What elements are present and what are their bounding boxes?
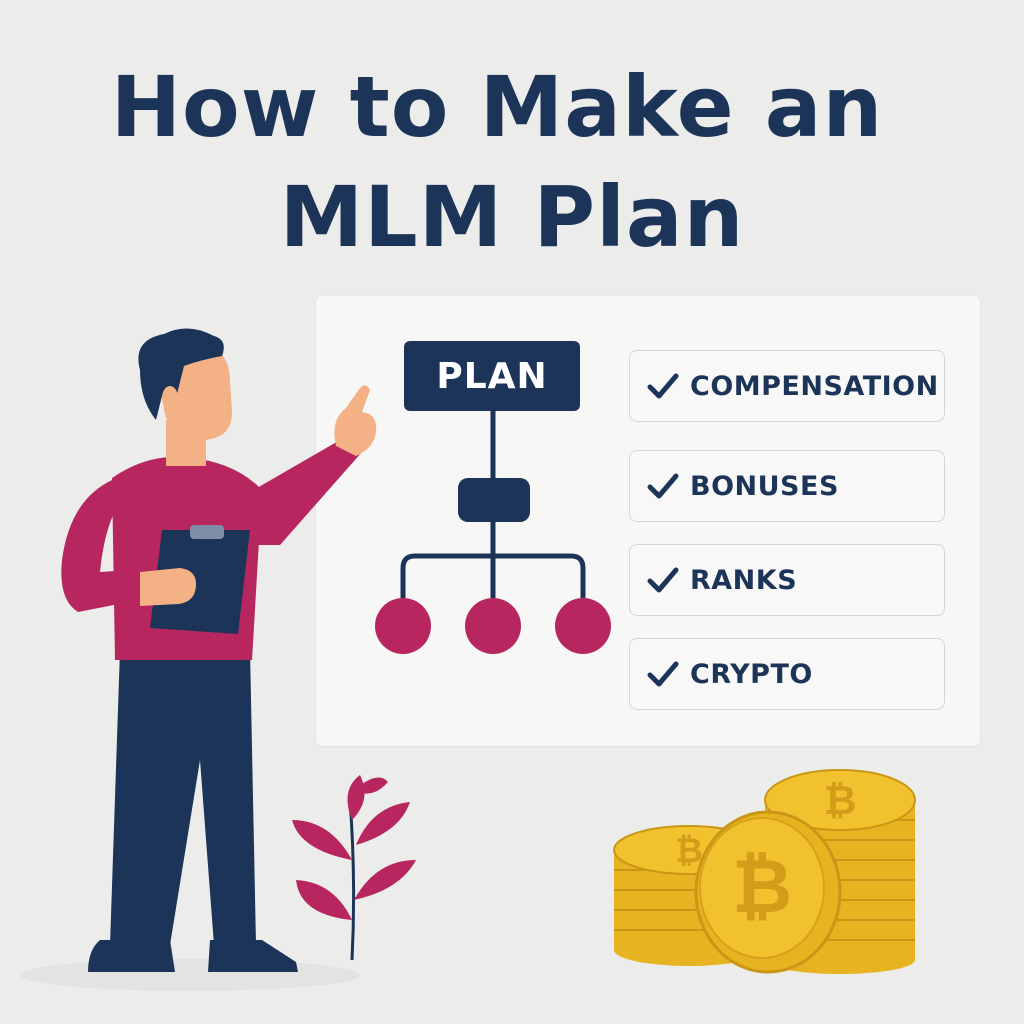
org-node-right	[555, 598, 611, 654]
org-node-center	[465, 598, 521, 654]
clipboard-icon	[150, 530, 250, 634]
presenter-arm-right	[250, 440, 362, 545]
presenter-hand-pointing	[334, 385, 377, 456]
plant-leaf	[356, 802, 410, 845]
presenter-arm-left	[61, 480, 161, 612]
plant-stem	[348, 799, 356, 961]
svg-text:₿: ₿	[824, 778, 857, 824]
checklist-item-crypto: CRYPTO	[629, 638, 945, 710]
clipboard-clip	[190, 525, 224, 539]
presenter-hair	[138, 328, 224, 420]
check-icon	[647, 473, 679, 499]
presenter-shoe-left	[88, 940, 175, 972]
plant-leaf	[296, 880, 352, 920]
title-line-1: How to Make an	[110, 58, 884, 156]
presenter-shoe-right	[208, 940, 298, 972]
presenter-hand-holding	[140, 568, 196, 606]
org-node-left	[375, 598, 431, 654]
checklist-item-label: BONUSES	[690, 470, 839, 502]
plan-box: PLAN	[404, 341, 580, 411]
checklist-item-ranks: RANKS	[629, 544, 945, 616]
page-title: How to Make an MLM Plan	[0, 52, 1024, 272]
plant-leaf	[292, 820, 352, 860]
check-icon	[647, 373, 679, 399]
title-line-2: MLM Plan	[279, 168, 745, 266]
svg-text:₿: ₿	[675, 831, 703, 871]
checklist-item-bonuses: BONUSES	[629, 450, 945, 522]
checklist-item-label: COMPENSATION	[690, 370, 939, 402]
presenter-pants	[110, 650, 256, 945]
checklist-item-compensation: COMPENSATION	[629, 350, 945, 422]
bitcoin-icon: ₿	[732, 844, 792, 930]
bitcoin-coin-front: ₿	[694, 810, 842, 974]
plant-leaf	[354, 860, 416, 900]
presenter-ear	[162, 386, 178, 410]
org-node-middle	[458, 478, 530, 522]
check-icon	[647, 567, 679, 593]
checklist-item-label: CRYPTO	[690, 658, 813, 690]
plant-leaf	[354, 777, 388, 794]
check-icon	[647, 661, 679, 687]
org-connector-branch	[400, 553, 586, 598]
checklist-item-label: RANKS	[690, 564, 798, 596]
